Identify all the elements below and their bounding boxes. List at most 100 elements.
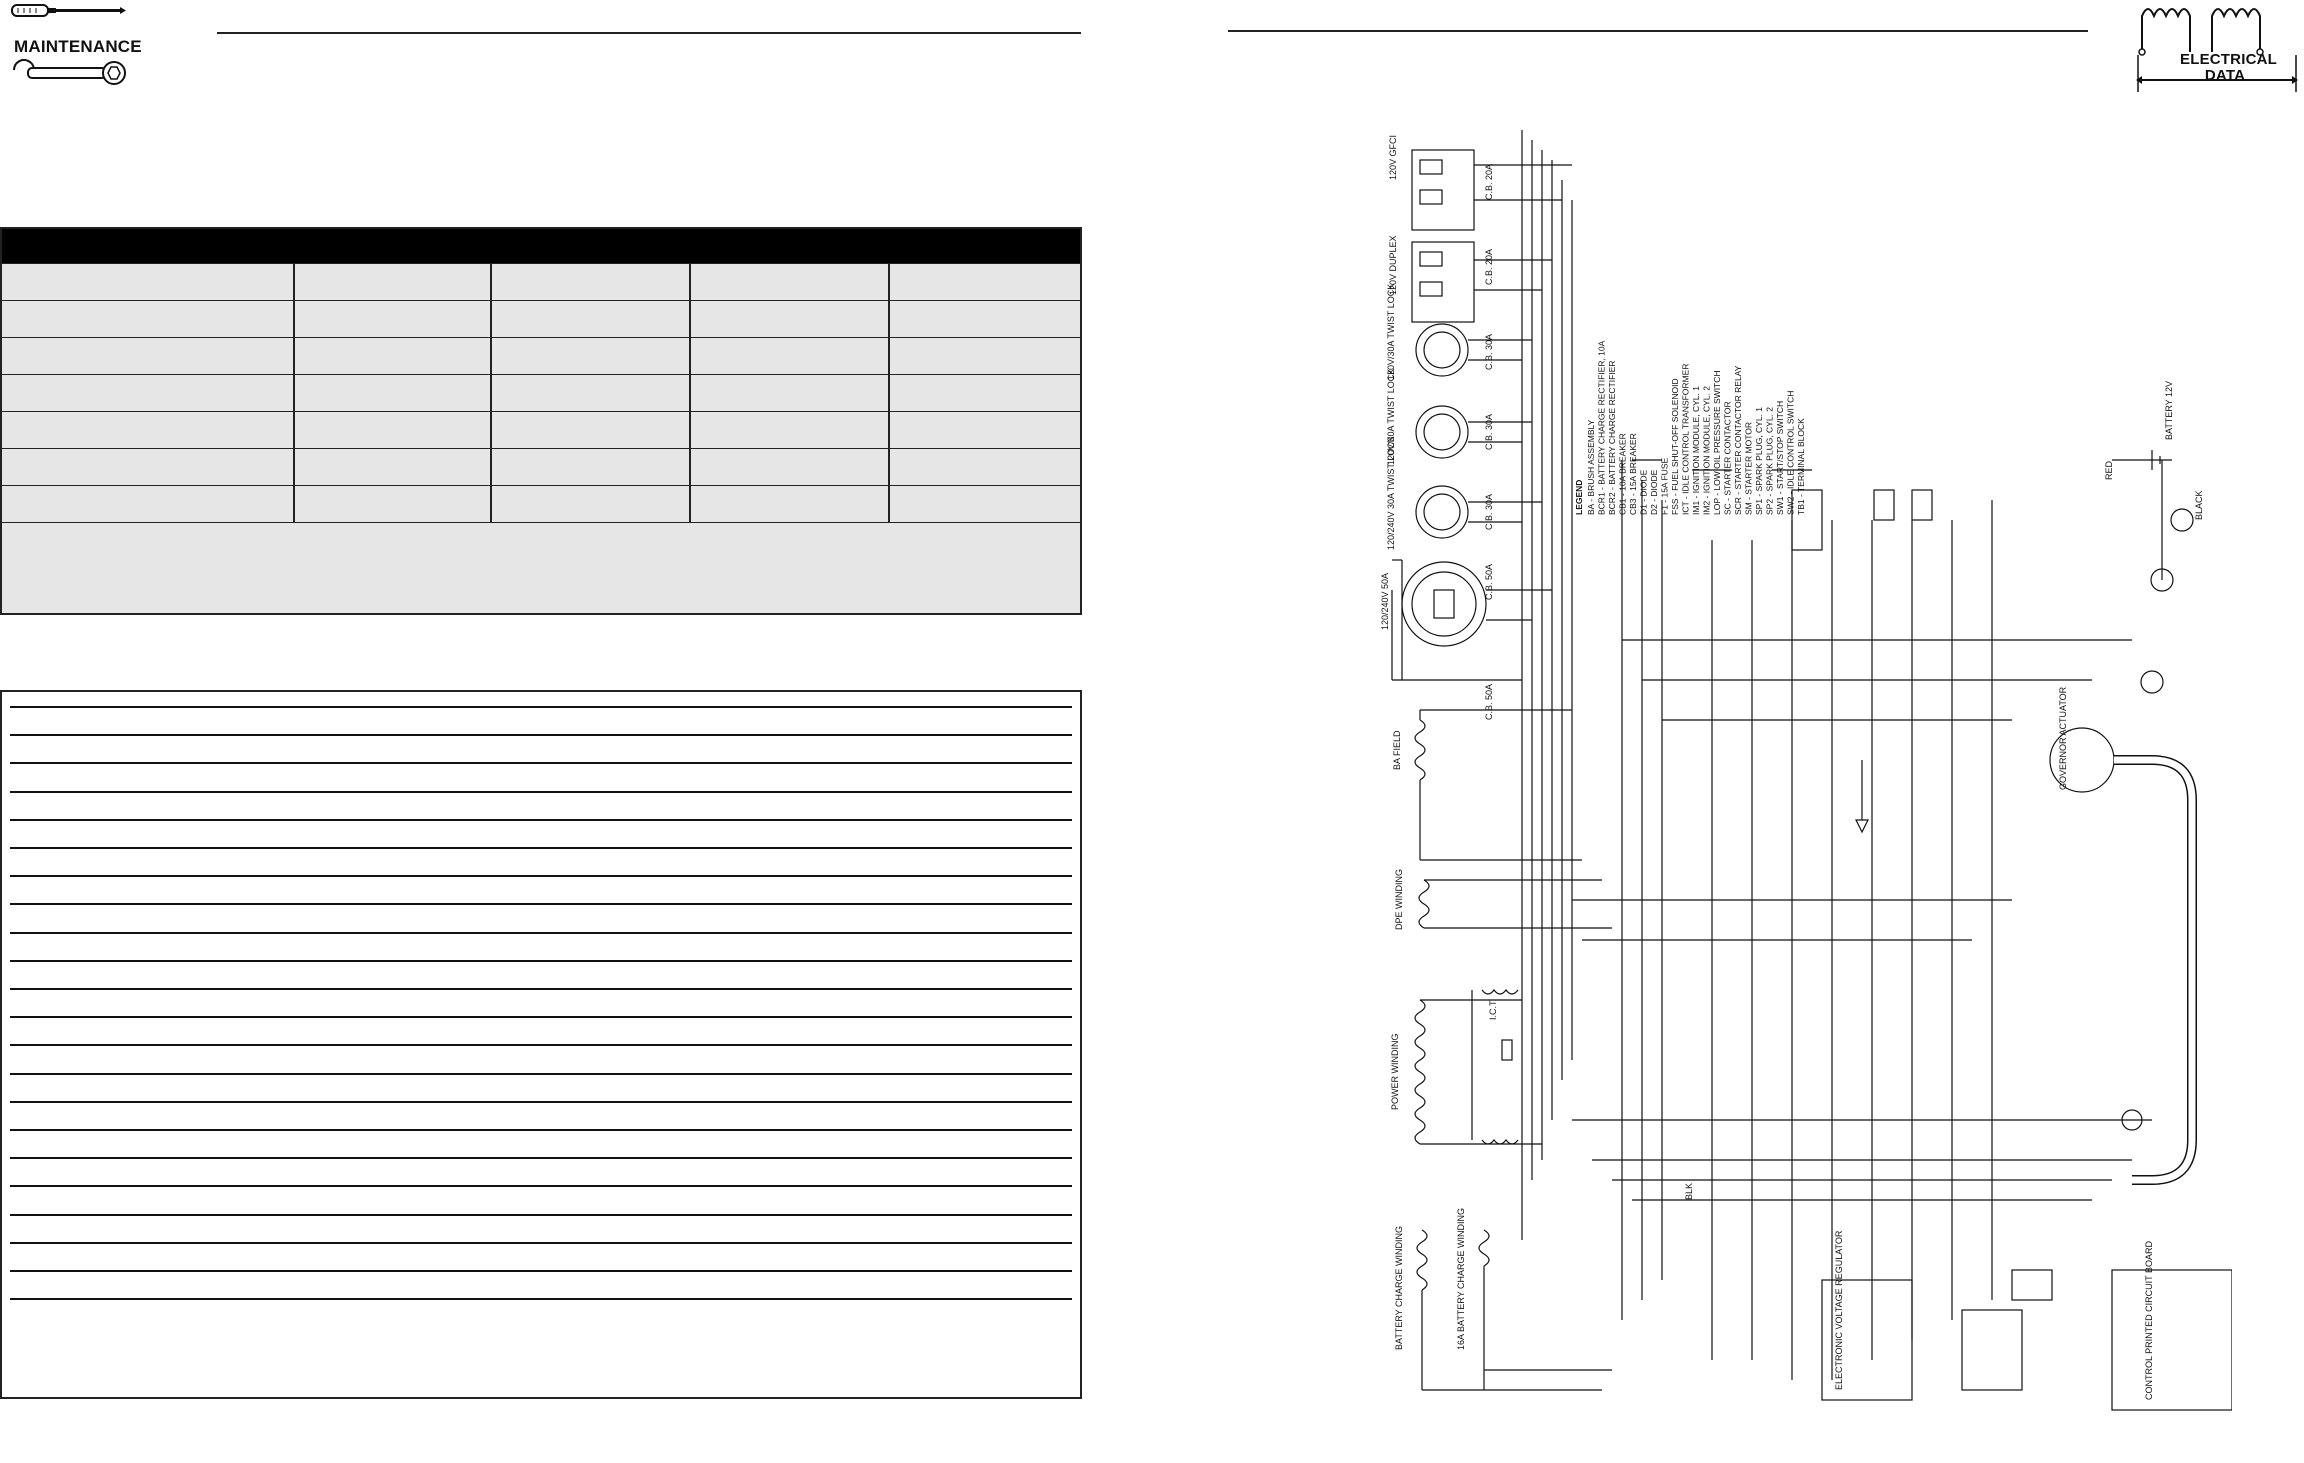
table-row (2, 300, 1080, 337)
ignition-module-2 (1911, 489, 1933, 521)
duplex-receptacle (1411, 241, 1475, 323)
note-line (10, 988, 1072, 990)
table-row (2, 374, 1080, 411)
label-cb-50a: C.B. 50A (1484, 564, 1494, 600)
maintenance-table (0, 227, 1082, 615)
starter-contactor-relay-icon (2140, 670, 2164, 694)
label-cb-20a: C.B. 20A (1484, 164, 1494, 200)
dpe-winding-coil (1418, 879, 1430, 929)
label-field: BA FIELD (1392, 730, 1402, 770)
receptacle-50a (1401, 561, 1487, 647)
label-ict: I.C.T. (1488, 999, 1498, 1020)
label-twist-lock-3: 120/240V 30A TWIST LOCK (1386, 436, 1396, 550)
legend-item: LOP - LOW OIL PRESSURE SWITCH (1712, 370, 1722, 515)
note-line (10, 931, 1072, 934)
tools-icon (8, 0, 128, 95)
note-line (10, 1185, 1072, 1188)
note-line (10, 875, 1072, 878)
legend-item: BA - BRUSH ASSEMBLY (1586, 419, 1596, 515)
twist-lock-receptacle-1 (1415, 323, 1469, 377)
legend-item: ICT - IDLE CONTROL TRANSFORMER (1681, 364, 1691, 515)
label-twist-lock-2: 120V/30A TWIST LOCK (1386, 369, 1396, 465)
note-line (10, 1157, 1072, 1160)
legend-item: BCR2 - BATTERY CHARGE RECTIFIER (1607, 361, 1617, 515)
note-line (10, 1298, 1072, 1301)
start-stop-switch (1791, 489, 1823, 551)
note-line (10, 959, 1072, 962)
section-label: MAINTENANCE (14, 37, 142, 56)
label-twist-lock-1: 120V/30A TWIST LOCK (1386, 284, 1396, 380)
label-control-board: CONTROL PRINTED CIRCUIT BOARD (2144, 1240, 2154, 1400)
table-row (2, 411, 1080, 448)
legend-item: SCR - STARTER CONTACTOR RELAY (1733, 365, 1743, 515)
legend-item: F1 - 15A FUSE (1660, 458, 1670, 515)
label-gfci: 120V GFCI (1388, 135, 1398, 180)
legend-item: IM2 - IGNITION MODULE, CYL. 2 (1702, 386, 1712, 515)
electronic-voltage-regulator (1821, 1279, 1913, 1401)
legend-item: CB1 - 10A BREAKER (1618, 433, 1628, 515)
label-receptacle-50a: 120/240V 50A (1380, 573, 1390, 630)
note-line (10, 1213, 1072, 1216)
header-rule (1228, 30, 2088, 32)
note-line (10, 903, 1072, 906)
note-line (10, 847, 1072, 849)
twist-lock-receptacle-3 (1415, 485, 1469, 539)
notes-box (0, 690, 1082, 1399)
terminal-block (1961, 1309, 2023, 1391)
header-rule (217, 32, 1081, 34)
legend-item: BCR1 - BATTERY CHARGE RECTIFIER, 10A (1597, 340, 1607, 515)
table-row (2, 337, 1080, 374)
label-governor-actuator: GOVERNOR ACTUATOR (2058, 686, 2068, 790)
section-label-electrical: ELECTRICAL DATA (2180, 51, 2277, 84)
legend-title: LEGEND (1574, 480, 1584, 515)
ignition-module-1 (1873, 489, 1895, 521)
note-line (10, 790, 1072, 793)
label-power-winding: POWER WINDING (1390, 1034, 1400, 1111)
control-printed-circuit-board (2111, 1269, 2232, 1411)
note-line (10, 818, 1072, 821)
note-line (10, 1072, 1072, 1075)
label-cb-30a: C.B. 30A (1484, 334, 1494, 370)
starter-motor-icon (2170, 508, 2194, 532)
wiring-diagram: 120V GFCI 120V DUPLEX 120V/30A TWIST LOC… (1380, 130, 2232, 1411)
gfci-receptacle (1411, 149, 1475, 231)
table-row (2, 448, 1080, 485)
label-cb-30a-3: C.B. 30A (1484, 494, 1494, 530)
note-line (10, 1270, 1072, 1272)
label-cb-30a-2: C.B. 30A (1484, 414, 1494, 450)
coil-icon (2132, 0, 2304, 100)
note-line (10, 762, 1072, 765)
legend-item: SC - STARTER CONTACTOR (1723, 401, 1733, 515)
battery-charge-winding-16a-coil (1478, 1229, 1490, 1267)
legend-item: TB1 - TERMINAL BLOCK (1796, 418, 1806, 515)
field-coil (1414, 719, 1426, 781)
label-battery-charge-winding-16a: 16A BATTERY CHARGE WINDING (1456, 1208, 1466, 1350)
legend-item: D1 - DIODE (1639, 469, 1649, 515)
note-line (10, 1044, 1072, 1047)
label-voltage-regulator: ELECTRONIC VOLTAGE REGULATOR (1834, 1230, 1844, 1390)
label-dpe-winding: DPE WINDING (1394, 869, 1404, 930)
ict-transformer (1481, 989, 1519, 995)
label-blk: BLK (1684, 1183, 1694, 1200)
left-page: MAINTENANCE (0, 0, 1082, 1399)
legend-item: FSS - FUEL SHUT-OFF SOLENOID (1670, 378, 1680, 515)
legend-item: IM1 - IGNITION MODULE, CYL. 1 (1691, 386, 1701, 515)
label-battery: BATTERY 12V (2164, 381, 2174, 440)
label-cb-50a-2: C.B. 50A (1484, 684, 1494, 720)
table-row (2, 263, 1080, 300)
note-line (10, 706, 1072, 708)
right-page: ELECTRICAL DATA (1152, 0, 2304, 1463)
label-red: RED (2104, 460, 2114, 480)
table-row (2, 485, 1080, 522)
label-black: BLACK (2194, 490, 2204, 520)
twist-lock-receptacle-2 (1415, 405, 1469, 459)
table-header-band (2, 229, 1080, 263)
legend-item: SM - STARTER MOTOR (1744, 422, 1754, 515)
legend-item: SP2 - SPARK PLUG, CYL. 2 (1765, 407, 1775, 515)
note-line (10, 1241, 1072, 1244)
legend-item: SW2 - IDLE CONTROL SWITCH (1786, 391, 1796, 515)
label-cb-20a-2: C.B. 20A (1484, 249, 1494, 285)
note-line (10, 1129, 1072, 1131)
legend-item: SP1 - SPARK PLUG, CYL. 1 (1754, 407, 1764, 515)
